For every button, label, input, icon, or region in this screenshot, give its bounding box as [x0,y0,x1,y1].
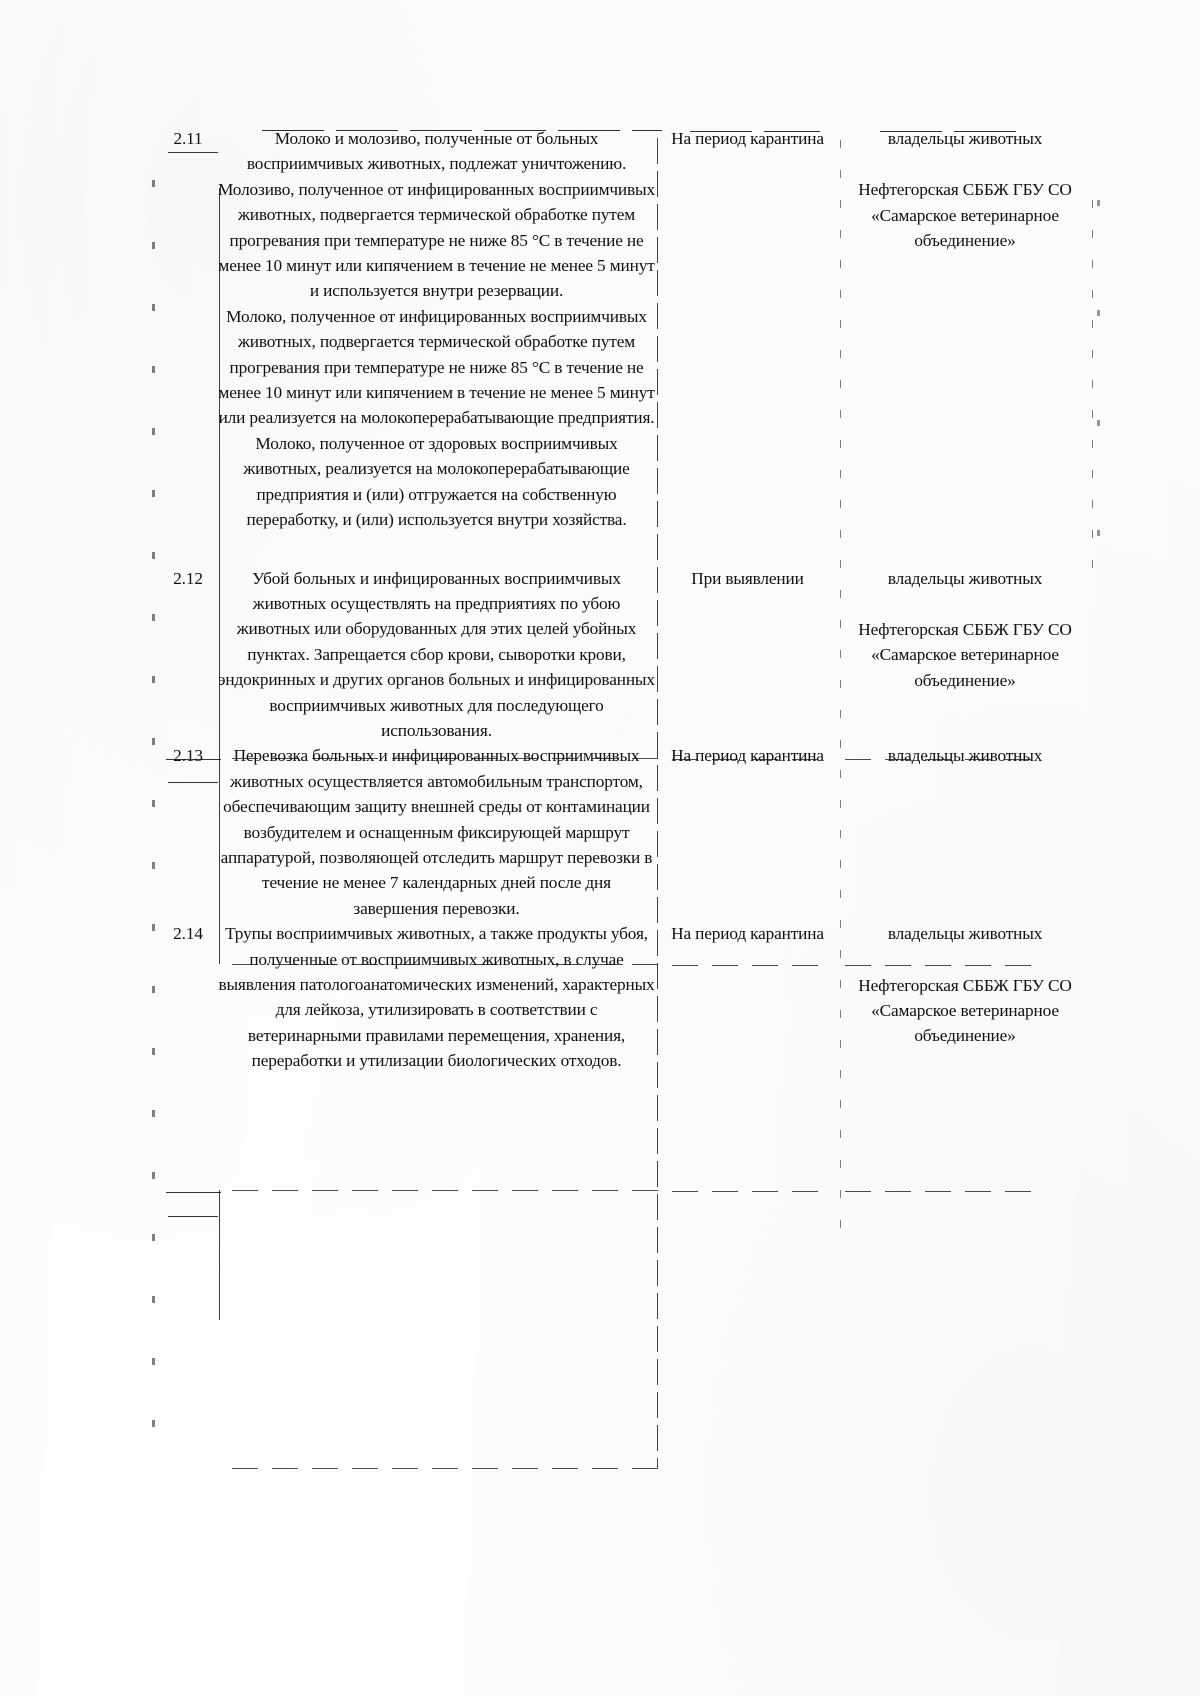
responsible-primary: владельцы животных [887,129,1043,148]
row-separator-2-14 [166,1192,221,1194]
responsible-party-cell: владельцы животных [840,743,1090,921]
responsible-primary: владельцы животных [887,924,1043,944]
measure-description-cell: Трупы восприимчивых животных, а также пр… [218,924,655,1071]
responsible-primary: владельцы животных [887,568,1043,588]
responsible-primary: владельцы животных [887,746,1043,766]
row-separator-2-14-term [672,1191,832,1193]
term-cell: На период карантина [671,129,824,148]
row-separator-2-14-resp [845,1191,1035,1193]
measure-description-cell: Перевозка больных и инфицированных воспр… [220,746,653,918]
table-row: 2.14 Трупы восприимчивых животных, а так… [158,921,1090,1073]
responsible-party-cell: владельцы животных Нефтегорская СББЖ ГБУ… [840,566,1090,744]
measure-description-cell: Молоко и молозиво, полученные от больных… [218,129,655,530]
responsible-spacer [840,591,1090,617]
responsible-party-cell: владельцы животных Нефтегорская СББЖ ГБУ… [840,126,1090,533]
responsible-secondary: Нефтегорская СББЖ ГБУ СО «Самарское вете… [858,975,1072,1046]
responsible-spacer [840,151,1090,177]
responsible-spacer [840,947,1090,973]
regulation-measures-table: 2.11 Молоко и молозиво, полученные от бо… [158,126,1090,1074]
responsible-secondary: Нефтегорская СББЖ ГБУ СО «Самарское вете… [858,180,1072,251]
row-number-cell: 2.12 [173,568,203,588]
table-row: 2.12 Убой больных и инфицированных воспр… [158,566,1090,744]
right-margin-scan-specks [1097,200,1100,580]
table-row: 2.11 Молоко и молозиво, полученные от бо… [158,126,1090,533]
row-gap-cell [158,533,1090,566]
row-number-cell: 2.14 [173,924,203,944]
left-margin-scan-specks [152,180,155,1470]
row-number-cell: 2.13 [173,746,203,766]
table-right-border [1092,200,1093,580]
term-cell: При выявлении [691,568,804,588]
row-gap [158,533,1090,566]
measure-description-cell: Убой больных и инфицированных восприимчи… [218,568,655,740]
table-bottom-border [232,1468,662,1470]
table-row: 2.13 Перевозка больных и инфицированных … [158,743,1090,921]
responsible-party-cell: владельцы животных Нефтегорская СББЖ ГБУ… [840,921,1090,1073]
responsible-secondary: Нефтегорская СББЖ ГБУ СО «Самарское вете… [858,619,1072,690]
term-cell: На период карантина [671,746,824,766]
row-separator-2-14-text [232,1190,662,1192]
column-border-left-2-14 [219,1190,220,1320]
row-number-underline-2-14 [168,1216,218,1218]
row-number-cell: 2.11 [173,129,203,148]
term-cell: На период карантина [671,924,824,944]
